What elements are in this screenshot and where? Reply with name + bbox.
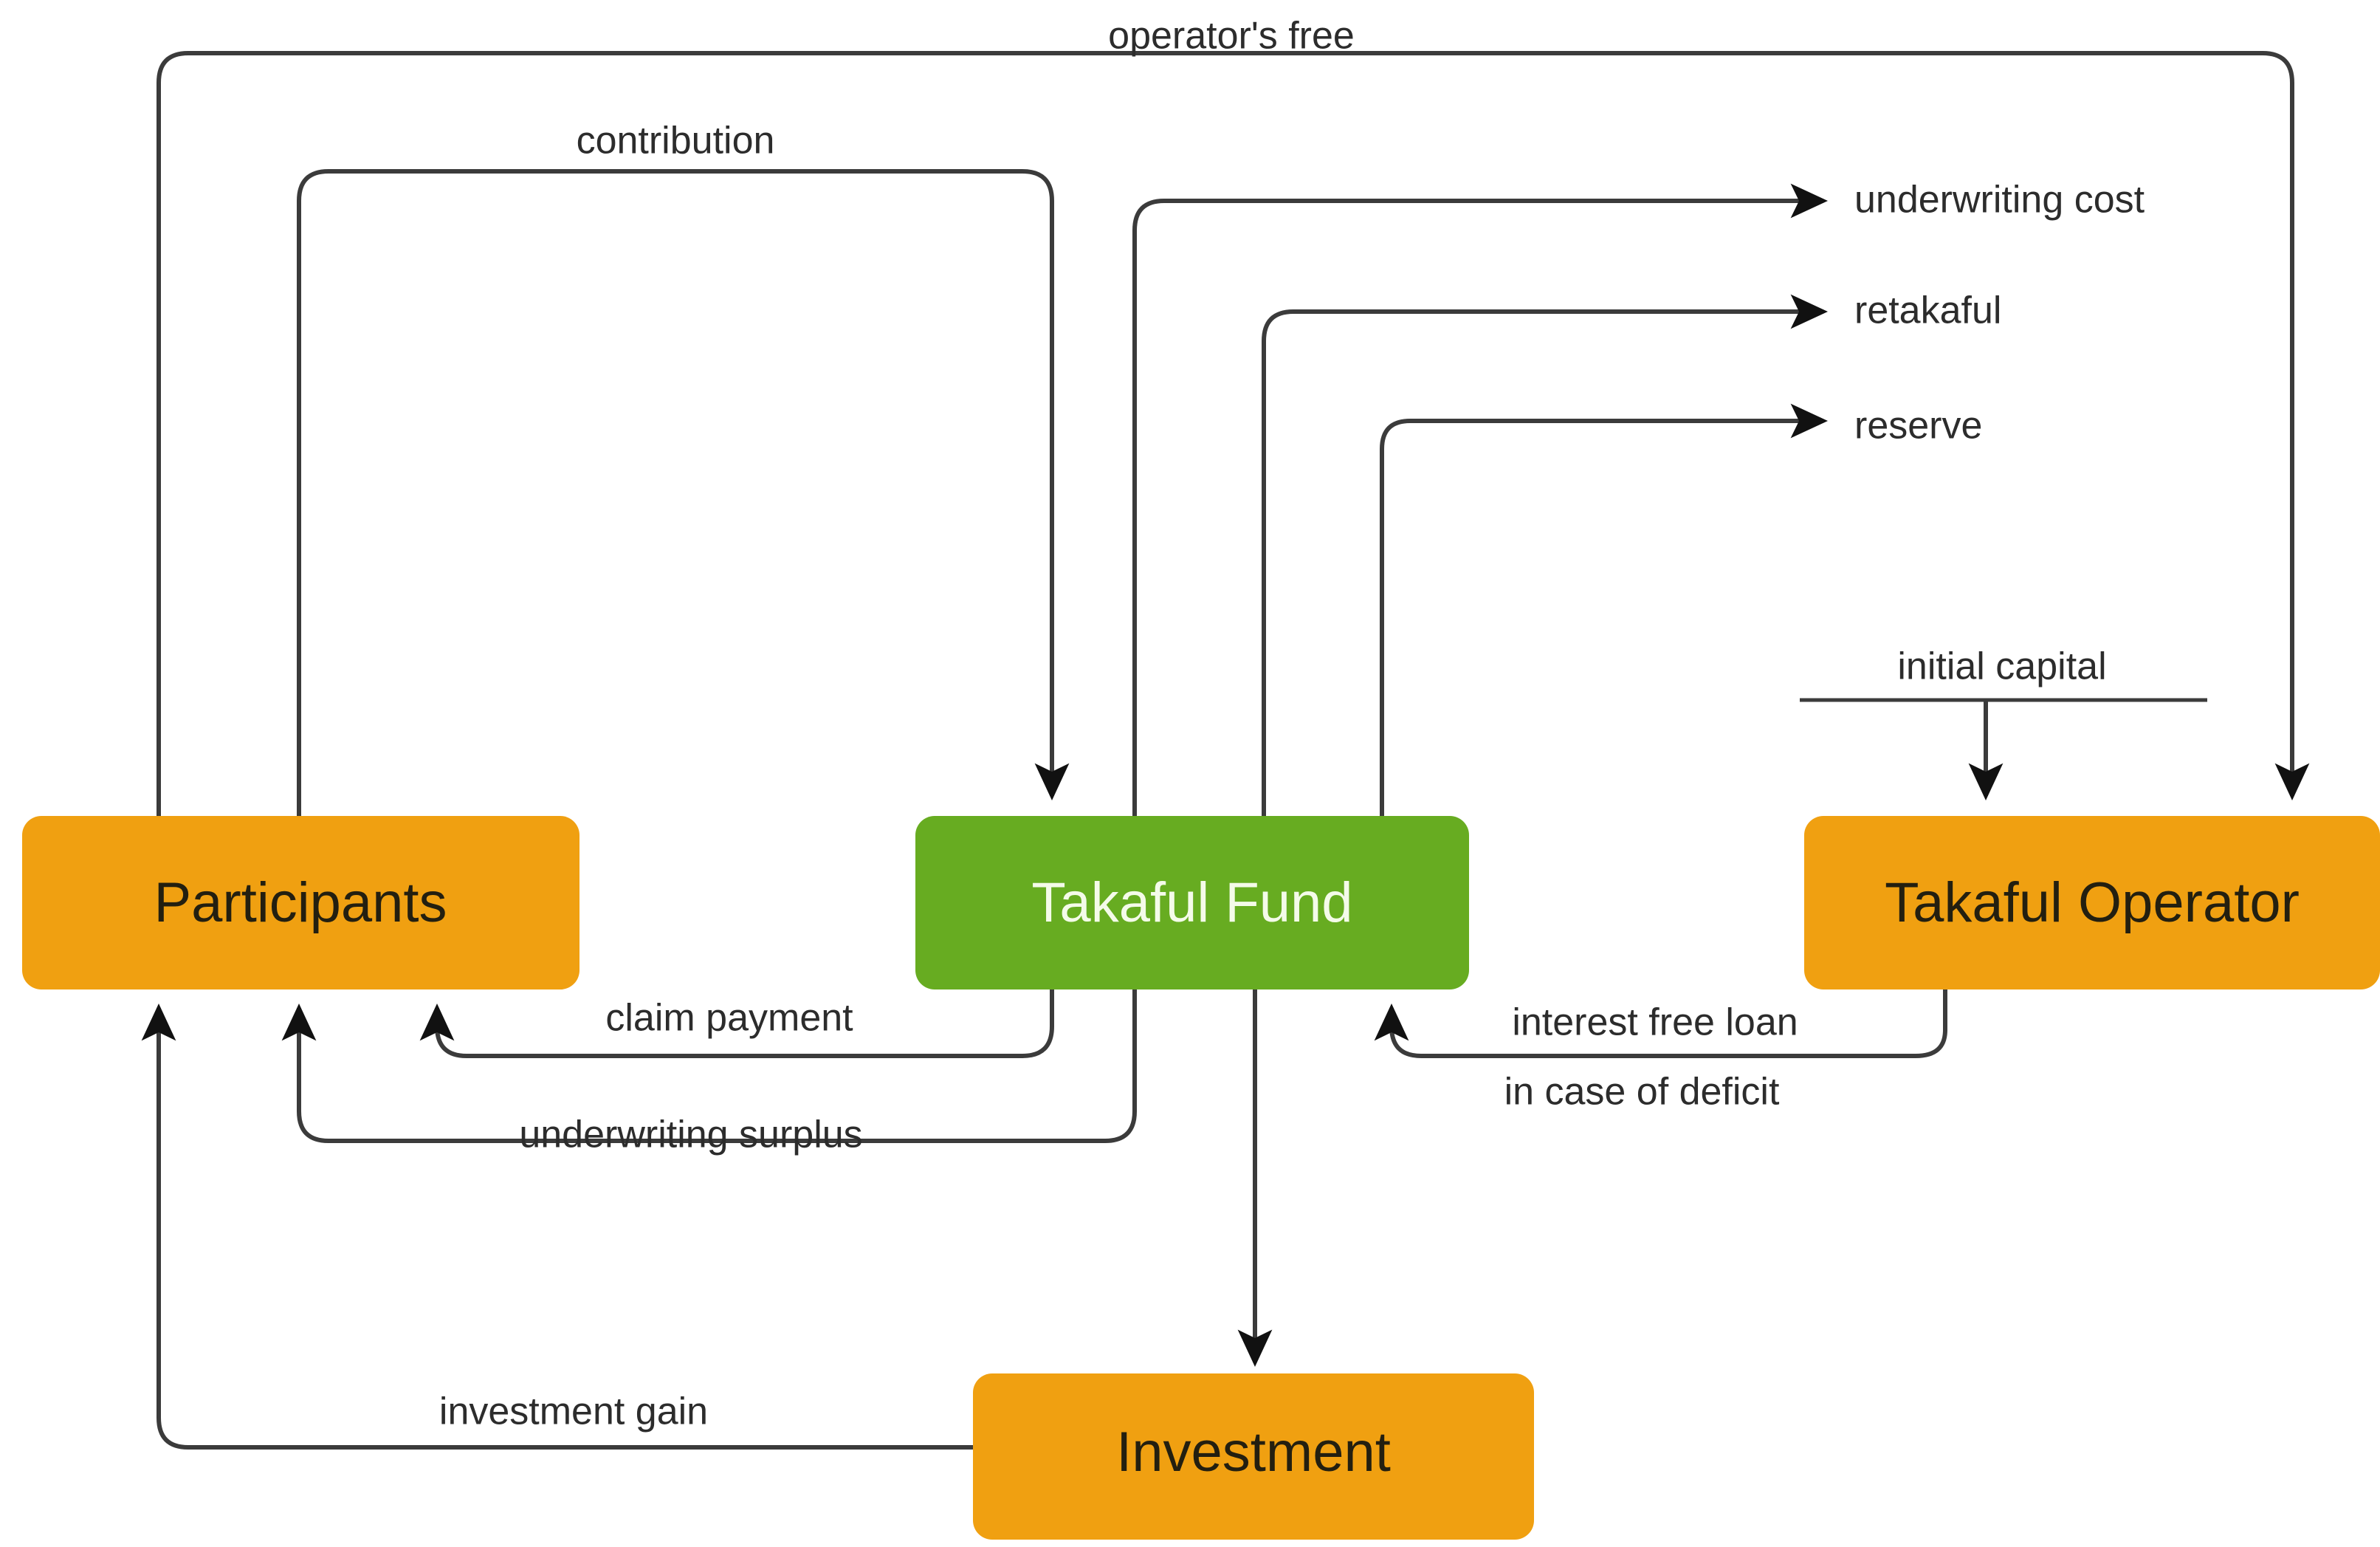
node-investment[interactable]: Investment	[973, 1373, 1534, 1540]
edge-label-investment-gain: investment gain	[439, 1390, 708, 1433]
edge-label-contribution: contribution	[577, 120, 775, 162]
edge-label-in-case-of-deficit: in case of deficit	[1504, 1071, 1780, 1114]
takaful-fund-box[interactable]	[915, 816, 1469, 989]
edge-underwriting-surplus	[281, 989, 1137, 1143]
participants-box[interactable]	[22, 816, 579, 989]
edge-contribution	[297, 169, 1070, 816]
edge-reserve	[1380, 403, 1828, 816]
node-takaful-operator[interactable]: Takaful Operator	[1804, 816, 2380, 989]
takaful-operator-label: Takaful Operator	[1885, 871, 2300, 934]
edge-interest-free-loan	[1374, 989, 1947, 1058]
edge-label-underwriting-surplus: underwriting surplus	[519, 1114, 862, 1156]
edge-claim-payment	[419, 989, 1054, 1058]
edge-retakaful	[1262, 294, 1828, 816]
edge-investment-gain	[141, 1004, 973, 1450]
edge-label-interest-free-loan: interest free loan	[1512, 1001, 1798, 1044]
participants-label: Participants	[154, 871, 447, 934]
edge-label-initial-capital: initial capital	[1897, 645, 2106, 688]
node-participants[interactable]: Participants	[22, 816, 579, 989]
edge-label-reserve: reserve	[1854, 405, 1982, 447]
investment-label: Investment	[1116, 1421, 1391, 1483]
edge-label-underwriting-cost: underwriting cost	[1854, 179, 2145, 222]
edge-operators-free	[157, 51, 2310, 816]
edge-label-operators-free: operator's free	[1108, 15, 1355, 58]
takaful-operator-box[interactable]	[1804, 816, 2380, 989]
edge-underwriting-cost	[1132, 183, 1828, 816]
investment-box[interactable]	[973, 1373, 1534, 1540]
takaful-fund-label: Takaful Fund	[1031, 871, 1352, 934]
node-takaful-fund[interactable]: Takaful Fund	[915, 816, 1469, 989]
edge-label-claim-payment: claim payment	[605, 997, 853, 1040]
edge-label-retakaful: retakaful	[1854, 289, 2001, 332]
